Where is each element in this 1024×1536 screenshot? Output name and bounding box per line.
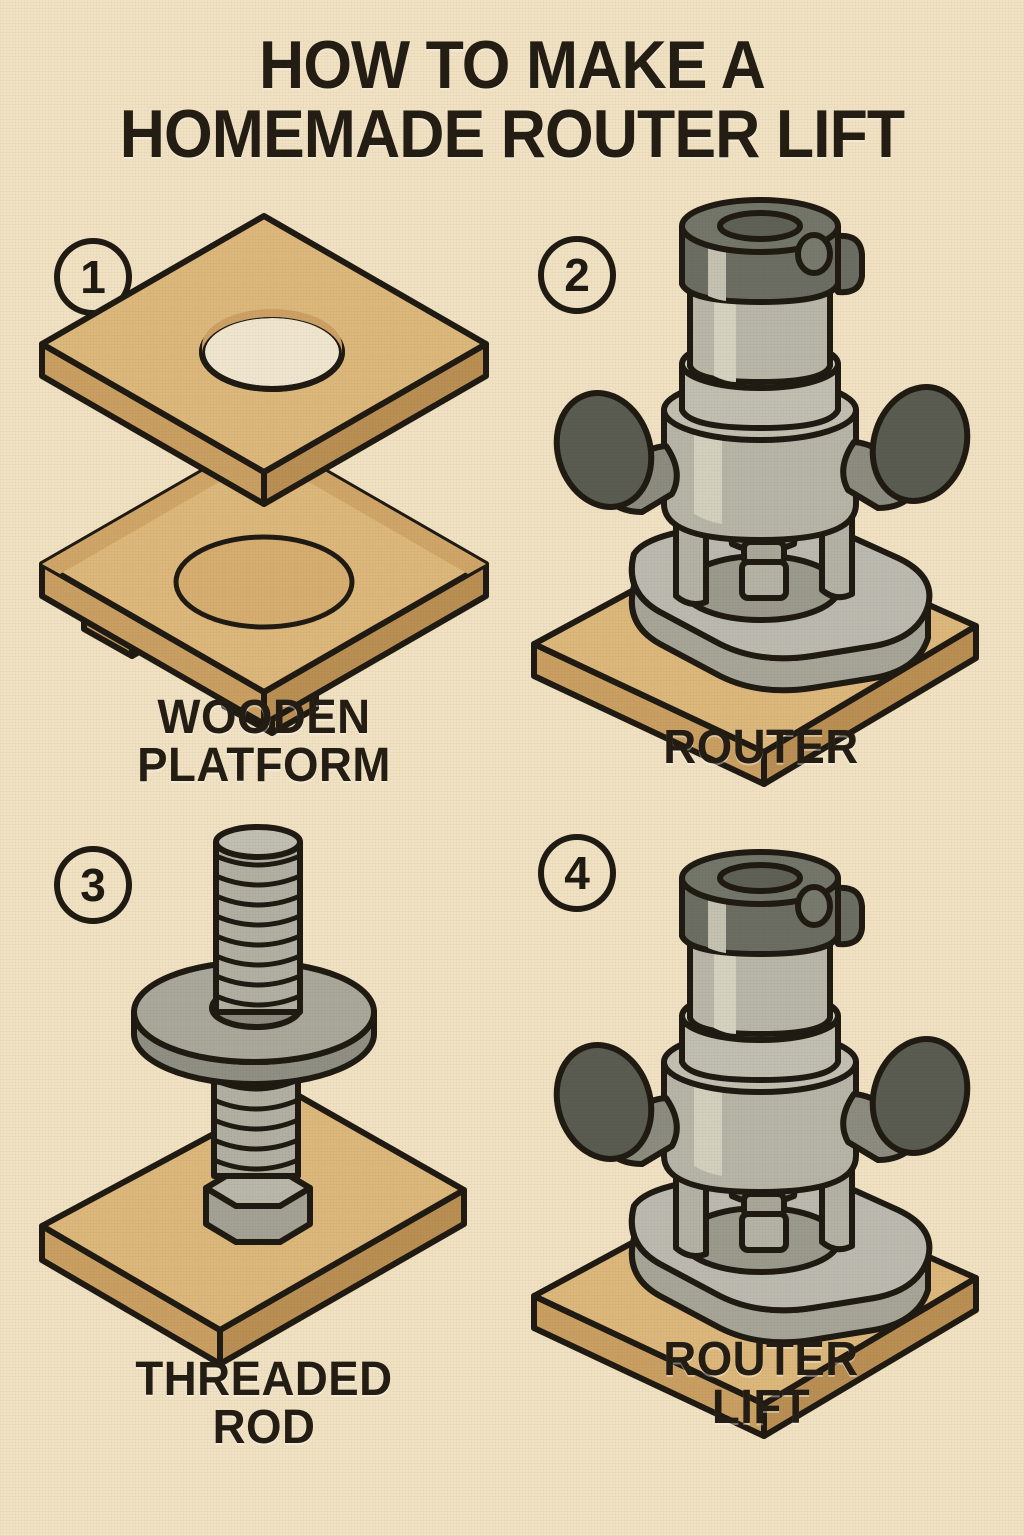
rod-upper-threads [213, 824, 303, 1015]
title-line-1: HOW TO MAKE A [259, 27, 766, 103]
step-panel-3: 3 [24, 824, 504, 1516]
panel-caption-4: ROUTER LIFT [516, 1336, 1006, 1432]
lift-knob-left [553, 1042, 680, 1167]
step-panel-2: 2 [516, 197, 1006, 814]
platform-top-board [39, 213, 489, 507]
caption-line-2: ROD [212, 1401, 316, 1454]
rod-hex-nut [203, 1167, 313, 1245]
lift-knob-right [840, 1036, 971, 1163]
router-lift-illustration [531, 849, 979, 1439]
caption-line-1: ROUTER [663, 721, 859, 774]
panel-caption-1: WOODEN PLATFORM [24, 694, 504, 790]
step-number-badge-2: 2 [538, 236, 616, 314]
caption-line-1: THREADED [135, 1353, 393, 1406]
panel-caption-2: ROUTER [516, 724, 1006, 772]
panel-caption-3: THREADED ROD [24, 1356, 504, 1452]
wooden-platform-illustration [39, 213, 489, 736]
caption-line-2: PLATFORM [137, 739, 391, 792]
router-knob-right [840, 384, 971, 511]
threaded-rod-illustration [39, 824, 467, 1367]
step-number-label: 4 [564, 847, 590, 899]
title-line-2: HOMEMADE ROUTER LIFT [119, 95, 905, 172]
router-motor-cap [679, 197, 865, 305]
router-knob-left [553, 390, 680, 515]
caption-line-1: WOODEN [157, 691, 371, 744]
lift-motor-cap [679, 849, 865, 957]
step-number-badge-4: 4 [538, 834, 616, 912]
step-number-badge-3: 3 [54, 846, 132, 924]
step-number-label: 2 [564, 249, 590, 301]
step-number-label: 1 [80, 251, 106, 303]
router-illustration [531, 197, 979, 787]
caption-line-2: LIFT [711, 1381, 811, 1434]
step-panel-1: 1 [24, 213, 504, 814]
page-title: HOW TO MAKE A HOMEMADE ROUTER LIFT [0, 27, 1024, 172]
step-panel-4: 4 [516, 816, 1006, 1516]
step-number-label: 3 [80, 859, 106, 911]
caption-line-1: ROUTER [663, 1333, 859, 1386]
